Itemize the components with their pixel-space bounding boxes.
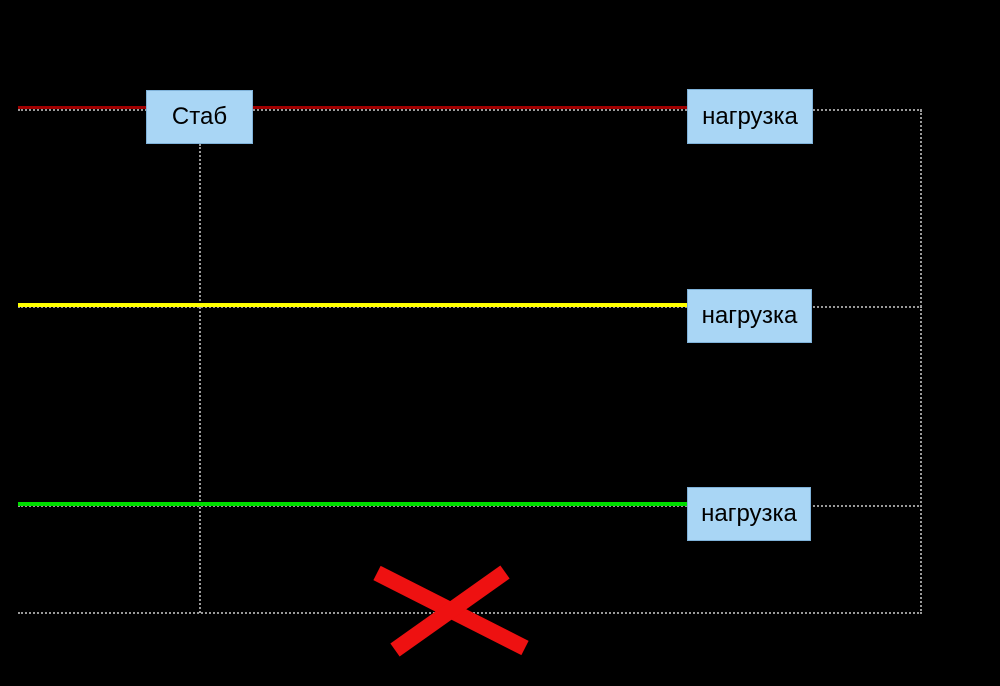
load-box-1: нагрузка [687,89,813,144]
phase-line-green [18,502,687,506]
stabilizer-label: Стаб [171,103,228,130]
load-box-3: нагрузка [687,487,811,541]
load-label-1: нагрузка [702,102,798,130]
red-cross-stroke-slash [390,565,510,657]
red-cross-icon [373,565,529,657]
neutral-dotted-line-row1 [18,109,922,111]
phase-line-red [18,106,687,109]
load-label-2: нагрузка [701,302,798,329]
stabilizer-drop-dotted-line [199,144,201,613]
phase-line-yellow [18,303,687,307]
stabilizer-box: Стаб [146,90,253,144]
neutral-dotted-line-row2 [18,306,922,308]
right-bus-dotted-line [920,110,922,614]
neutral-dotted-line-row3 [18,505,922,507]
load-box-2: нагрузка [687,289,812,343]
load-label-3: нагрузка [701,500,797,527]
